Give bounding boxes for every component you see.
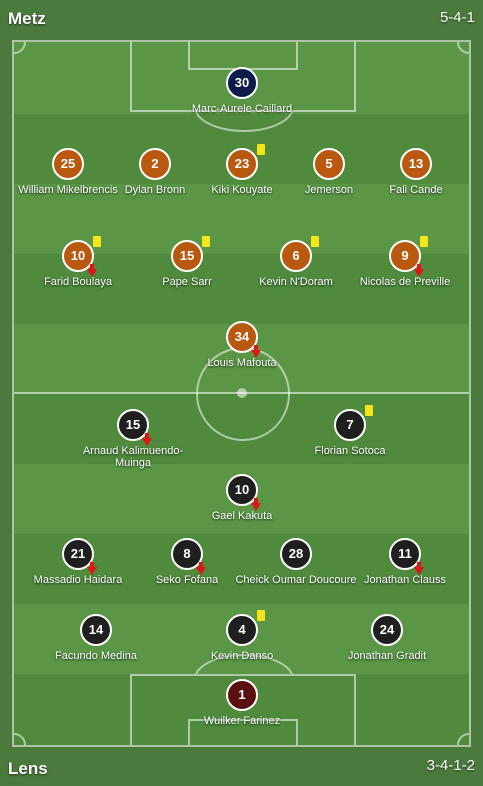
- center-spot: [237, 388, 247, 398]
- shirt-number: 7: [334, 405, 373, 441]
- substitution-out-icon: [142, 433, 152, 446]
- shirt-number: 2: [139, 148, 171, 180]
- player-name: William Mikelbrencis: [18, 184, 118, 196]
- top-penalty-box: [130, 42, 356, 112]
- yellow-card-icon: [257, 610, 265, 621]
- player-name: Kiki Kouyate: [211, 184, 273, 196]
- player-name: Florian Sotoca: [314, 445, 386, 457]
- yellow-card-icon: [365, 405, 373, 416]
- player-name: Cheick Oumar Doucoure: [235, 574, 357, 586]
- shirt-number: 10: [226, 474, 261, 511]
- yellow-card-icon: [93, 236, 101, 247]
- player-name: Louis Mafouta: [207, 357, 277, 369]
- player-name: Pape Sarr: [162, 276, 212, 288]
- player-name: Nicolas de Preville: [359, 276, 451, 288]
- player-name: Arnaud Kalimuendo-Muinga: [82, 445, 184, 469]
- shirt-number: 8: [171, 538, 206, 575]
- shirt-number: 24: [371, 614, 403, 646]
- shirt-number: 5: [313, 148, 345, 180]
- player-name: Wuilker Farinez: [203, 715, 281, 727]
- shirt-number: 14: [80, 614, 112, 646]
- away-formation: 3-4-1-2: [426, 757, 475, 774]
- player-name: Kevin N'Doram: [259, 276, 333, 288]
- bottom-goal-box: [188, 719, 298, 745]
- bottom-penalty-box: [130, 674, 356, 745]
- player-name: Fali Cande: [389, 184, 443, 196]
- shirt-number: 4: [226, 610, 265, 646]
- home-team-name: Metz: [8, 9, 46, 28]
- shirt-number: 13: [400, 148, 432, 180]
- substitution-out-icon: [251, 498, 261, 511]
- shirt-number: 1: [226, 679, 258, 711]
- player-name: Kevin Danso: [210, 650, 274, 662]
- player-name: Farid Boulaya: [44, 276, 112, 288]
- shirt-number: 9: [389, 236, 428, 277]
- yellow-card-icon: [420, 236, 428, 247]
- shirt-number: 15: [117, 409, 152, 446]
- shirt-number: 23: [226, 144, 265, 180]
- substitution-out-icon: [87, 264, 97, 277]
- player-name: Seko Fofana: [155, 574, 219, 586]
- corner-arc: [457, 733, 469, 745]
- shirt-number: 25: [52, 148, 84, 180]
- player-name: Dylan Bronn: [124, 184, 186, 196]
- substitution-out-icon: [414, 264, 424, 277]
- player-name: Jemerson: [304, 184, 354, 196]
- shirt-number: 30: [226, 67, 258, 99]
- away-team-name: Lens: [8, 759, 48, 778]
- top-goal-box: [188, 42, 298, 70]
- substitution-out-icon: [196, 562, 206, 575]
- yellow-card-icon: [257, 144, 265, 155]
- shirt-number: 10: [62, 236, 101, 277]
- shirt-number: 15: [171, 236, 210, 272]
- substitution-out-icon: [87, 562, 97, 575]
- player-name: Gael Kakuta: [211, 510, 273, 522]
- shirt-number: 21: [62, 538, 97, 575]
- player-name: Jonathan Gradit: [347, 650, 427, 662]
- player-name: Jonathan Clauss: [364, 574, 446, 586]
- yellow-card-icon: [311, 236, 319, 247]
- player-name: Marc-Aurele Caillard: [191, 103, 293, 115]
- player-name: Massadio Haidara: [33, 574, 123, 586]
- yellow-card-icon: [202, 236, 210, 247]
- substitution-out-icon: [251, 345, 261, 358]
- shirt-number: 28: [280, 538, 312, 570]
- home-formation: 5-4-1: [439, 9, 475, 26]
- shirt-number: 6: [280, 236, 319, 272]
- shirt-number: 11: [389, 538, 424, 575]
- substitution-out-icon: [414, 562, 424, 575]
- player-name: Facundo Medina: [55, 650, 137, 662]
- shirt-number: 34: [226, 321, 261, 358]
